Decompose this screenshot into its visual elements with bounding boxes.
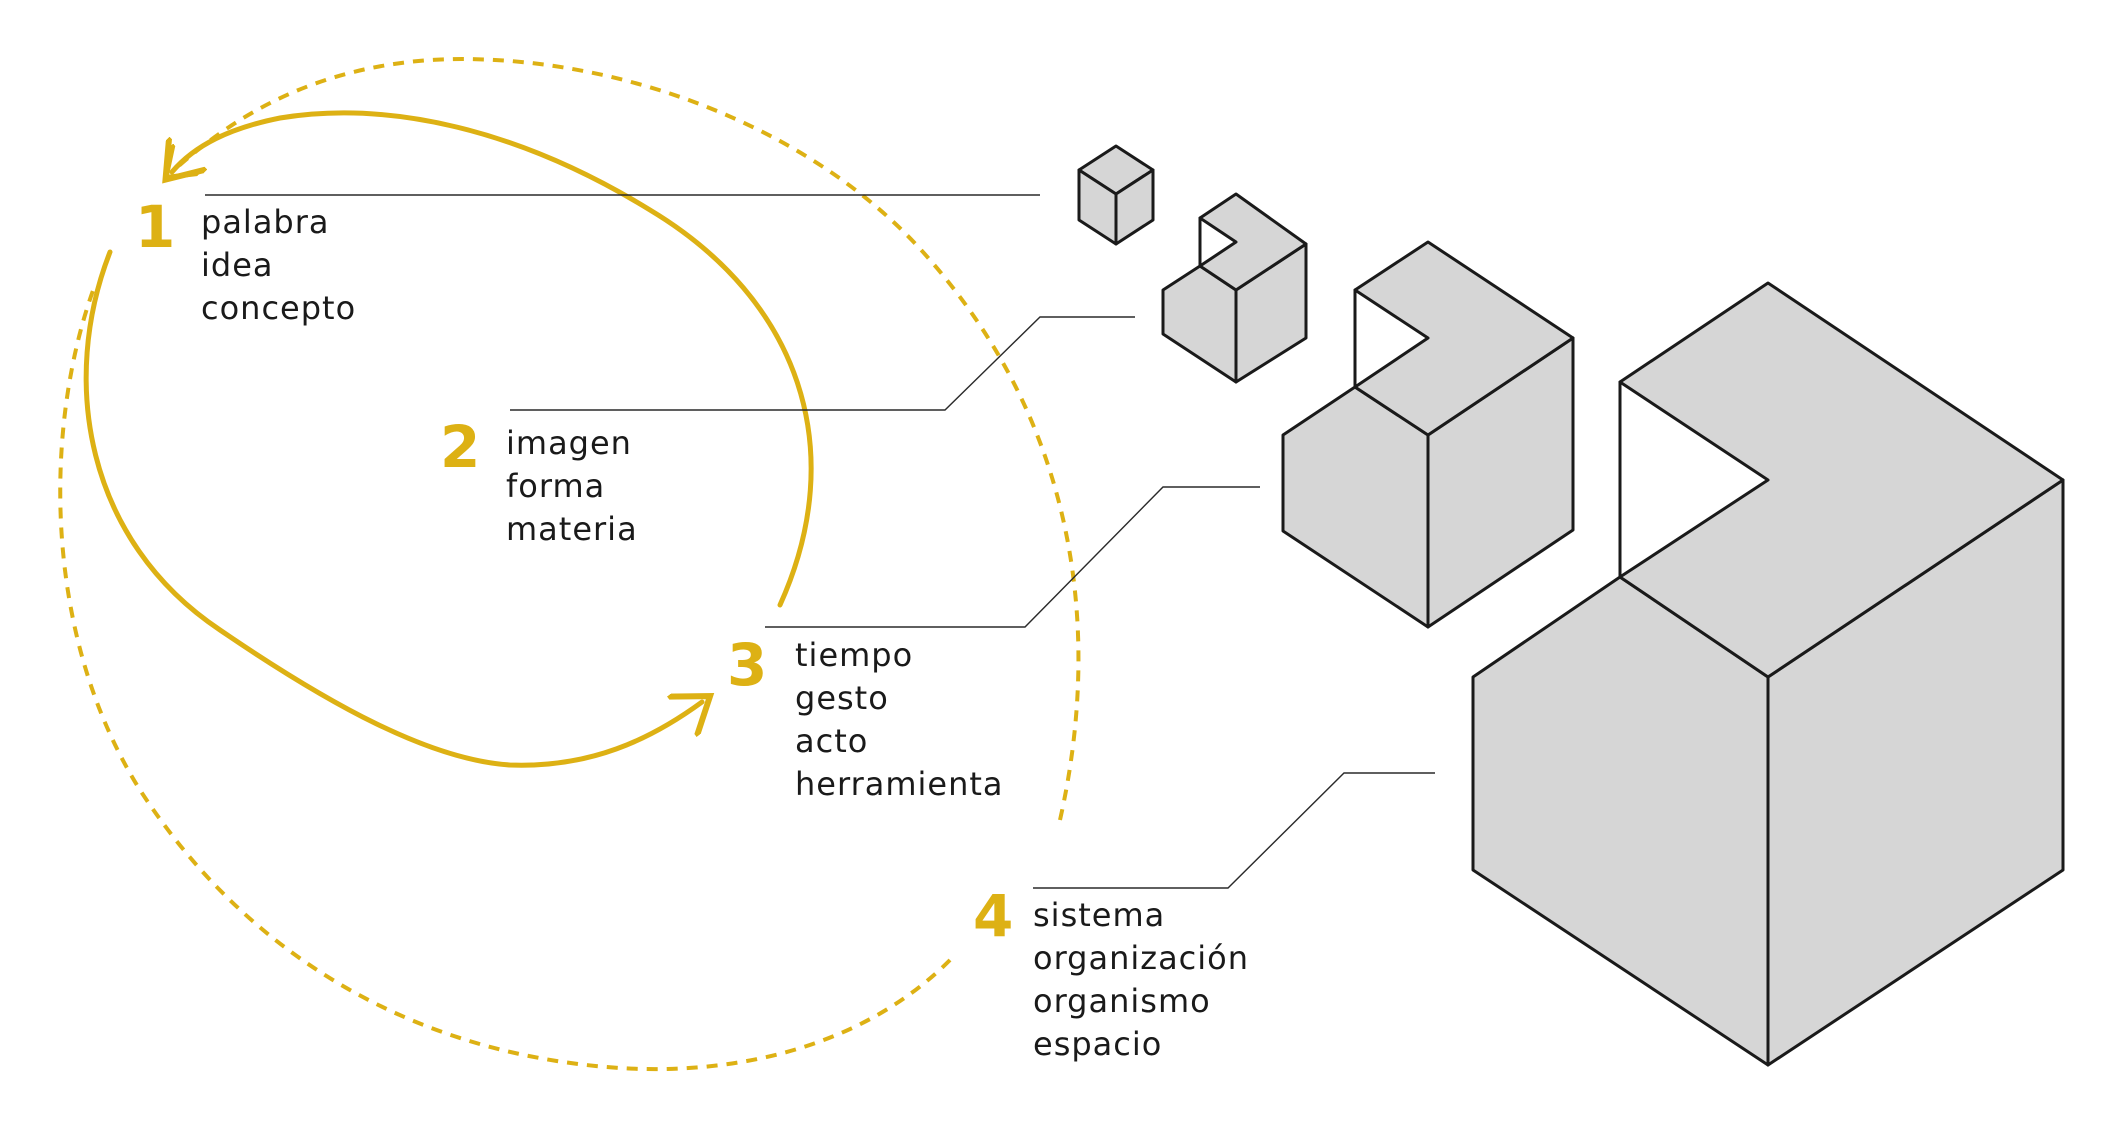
cube-3-left-face [1281,385,1430,629]
stage-3-word: acto [795,722,868,760]
stage-4-word: organización [1033,939,1249,977]
stage-2-word: materia [506,510,638,548]
cube-4-left-face [1471,575,1770,1067]
cube-1-right [1114,168,1155,246]
loops [58,57,1081,1072]
stage-1-word: idea [201,246,274,284]
dashed-loop-outer-right [172,57,1081,821]
stage-3-word: tiempo [795,636,913,674]
cube-4 [1471,281,2065,1067]
leader-line-3 [765,486,1260,628]
stage-1-word: palabra [201,203,330,241]
solid-loop-1-to-3 [83,249,702,768]
stage-3-word: gesto [795,679,889,717]
stage-number-3: 3 [727,631,767,699]
stage-2-word: forma [506,467,605,505]
stage-3: 3 tiempo gesto acto herramienta [727,631,1004,803]
stage-1: 1 palabra idea concepto [135,193,356,327]
stage-1-word: concepto [201,289,356,327]
leader-lines [205,194,1435,889]
stage-2-word: imagen [506,424,632,462]
stage-4-word: espacio [1033,1025,1162,1063]
stage-4: 4 sistema organización organismo espacio [973,882,1249,1063]
leader-line-4 [1033,772,1435,889]
stage-number-4: 4 [973,882,1013,950]
leader-line-2 [510,316,1135,411]
stage-2: 2 imagen forma materia [440,413,638,548]
stage-3-word: herramienta [795,765,1004,803]
dashed-loop-outer-left [58,284,952,1072]
cube-2 [1161,192,1308,384]
solid-loop-3-to-1 [172,110,814,608]
stage-4-word: sistema [1033,896,1165,934]
stage-4-word: organismo [1033,982,1211,1020]
stage-number-1: 1 [135,193,175,261]
cube-1 [1077,144,1155,246]
stage-number-2: 2 [440,413,480,481]
cubes [1077,144,2065,1067]
cube-3 [1281,240,1575,629]
